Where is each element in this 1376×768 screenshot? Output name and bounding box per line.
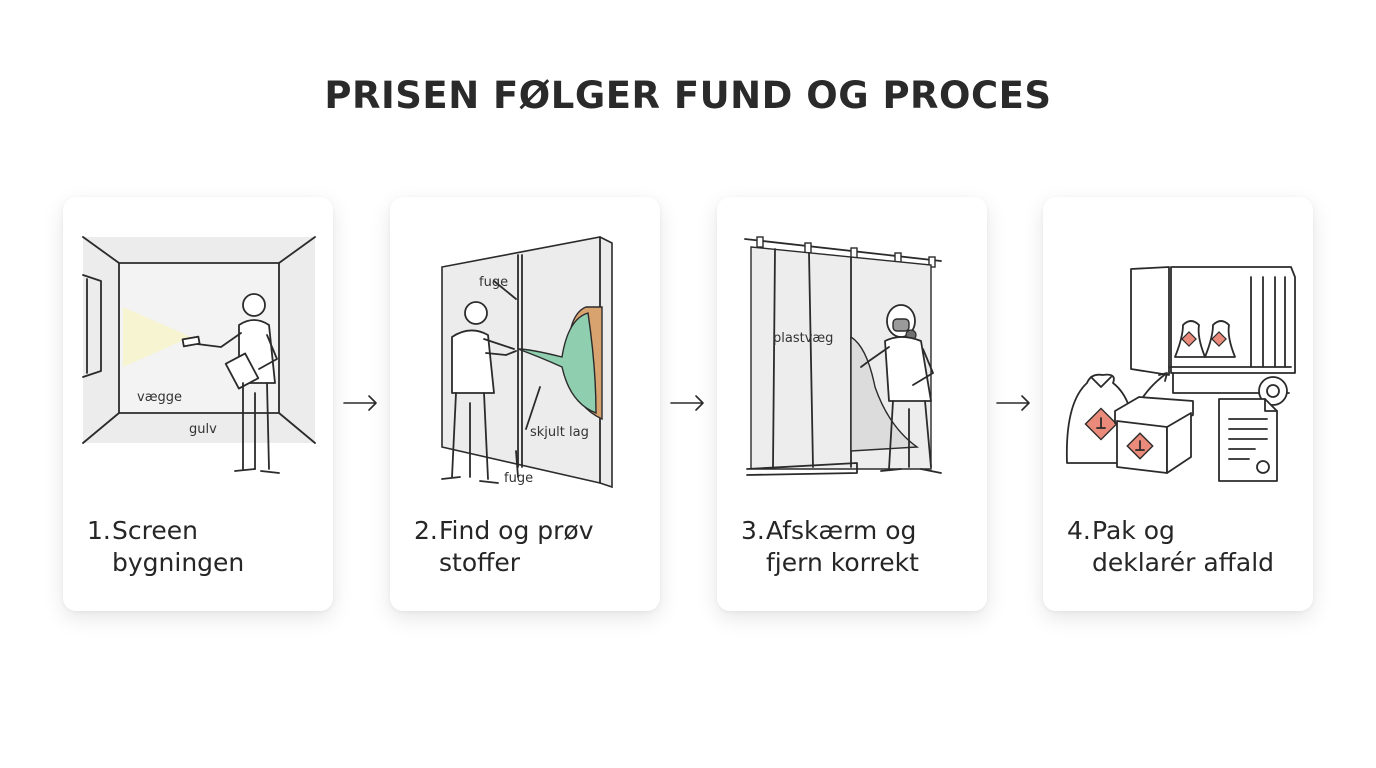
step-card-1: vægge gulv 1.Screen bygningen <box>63 197 333 611</box>
step-number-2: 2. <box>414 516 438 545</box>
containment-removal-illustration: plastvæg <box>744 236 942 476</box>
find-and-sample-illustration: fuge skjult lag fuge <box>441 236 613 489</box>
arrow-right-icon <box>343 395 377 411</box>
step-card-4: 4.Pak og deklarér affald <box>1043 197 1313 611</box>
hazard-bag-in-truck <box>1174 320 1236 358</box>
step-card-2: fuge skjult lag fuge 2.Find og prøv stof… <box>390 197 660 611</box>
arrow-right-icon <box>996 395 1030 411</box>
pack-and-declare-illustration <box>1065 266 1296 482</box>
label-hidden-layer: skjult lag <box>530 425 589 440</box>
inspector-person <box>181 293 280 474</box>
label-joint-bottom: fuge <box>504 471 533 486</box>
room-screening-illustration: vægge gulv <box>82 236 316 474</box>
arrow-right-icon <box>670 395 704 411</box>
hazard-waste-box <box>1114 396 1194 474</box>
label-plastic-wall: plastvæg <box>773 331 833 346</box>
step-caption-4: 4.Pak og deklarér affald <box>1067 516 1275 577</box>
step-caption-1: 1.Screen bygningen <box>87 516 245 577</box>
page-title: PRISEN FØLGER FUND OG PROCES <box>324 74 1052 117</box>
step-number-3: 3. <box>741 516 765 545</box>
declaration-document-icon <box>1218 398 1278 482</box>
step-caption-2: 2.Find og prøv stoffer <box>414 516 594 577</box>
label-floor: gulv <box>189 422 217 437</box>
sampling-person <box>441 301 517 484</box>
flashlight-beam <box>123 307 191 367</box>
step-card-3: plastvæg 3.Afskærm og fjern korrekt <box>717 197 987 611</box>
step-caption-3: 3.Afskærm og fjern korrekt <box>741 516 919 577</box>
label-joint-top: fuge <box>479 275 508 290</box>
step-number-4: 4. <box>1067 516 1091 545</box>
label-walls: vægge <box>137 390 182 405</box>
step-number-1: 1. <box>87 516 111 545</box>
wall-layer-green <box>517 312 597 415</box>
protective-suit-worker <box>860 304 942 474</box>
